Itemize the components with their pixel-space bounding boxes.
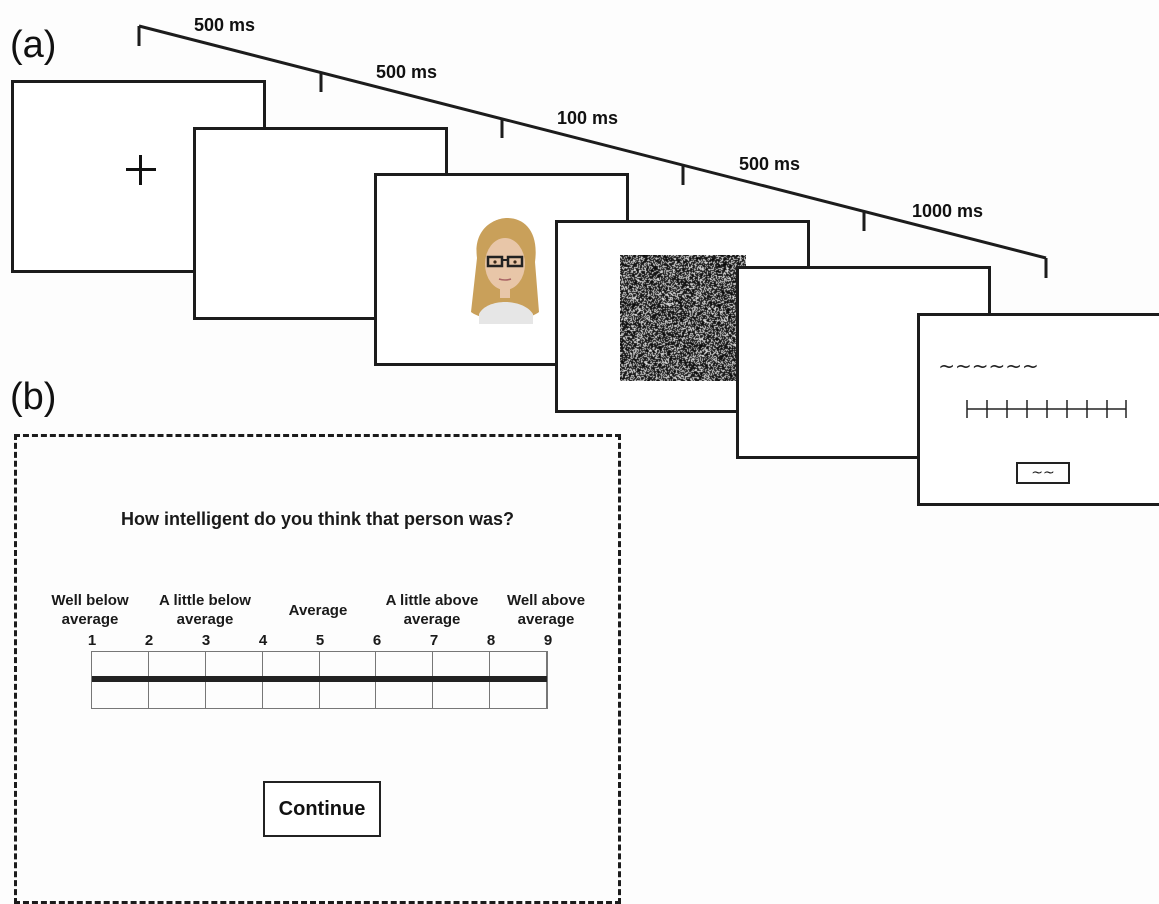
noise-texture (620, 255, 746, 381)
anchor-little-above-line2: average (403, 611, 461, 628)
fixation-cross-icon (126, 155, 156, 185)
anchor-average-line1: Average (288, 602, 348, 619)
anchor-little-above: A little above average (372, 591, 492, 629)
rating-scale[interactable] (91, 651, 548, 709)
panel-a-label: (a) (10, 24, 57, 66)
anchor-well-below: Well below average (30, 591, 150, 629)
anchor-little-above-line1: A little above (385, 592, 479, 609)
scale-number-9: 9 (543, 632, 553, 649)
scale-number-4: 4 (258, 632, 268, 649)
mini-continue-box: ~~ (1016, 462, 1070, 484)
scale-number-5: 5 (315, 632, 325, 649)
anchor-little-below: A little below average (145, 591, 265, 629)
screen-rating-preview: ~~~~~~ ~~ (917, 313, 1159, 506)
anchor-little-below-line1: A little below (159, 592, 251, 609)
noise-mask-image (620, 255, 746, 381)
anchor-well-below-line1: Well below (51, 592, 129, 609)
rating-screen: How intelligent do you think that person… (14, 434, 621, 904)
duration-label-3: 100 ms (557, 108, 619, 128)
anchor-well-above: Well above average (486, 591, 606, 629)
scale-number-3: 3 (201, 632, 211, 649)
rating-question: How intelligent do you think that person… (120, 509, 514, 529)
scale-number-6: 6 (372, 632, 382, 649)
anchor-average: Average (258, 601, 378, 620)
anchor-well-above-line2: average (517, 611, 575, 628)
duration-label-1: 500 ms (194, 15, 256, 35)
duration-label-5: 1000 ms (912, 201, 984, 221)
continue-button[interactable]: Continue (263, 781, 381, 837)
scale-number-2: 2 (144, 632, 154, 649)
duration-label-2: 500 ms (376, 62, 438, 82)
anchor-well-above-line1: Well above (506, 592, 586, 609)
scale-slider-track[interactable] (92, 676, 547, 682)
mini-rating-scale (966, 400, 1127, 418)
panel-b-label: (b) (10, 376, 57, 418)
scale-number-1: 1 (87, 632, 97, 649)
tilde-question-placeholder: ~~~~~~ (938, 354, 1039, 378)
face-image (471, 218, 539, 324)
anchor-little-below-line2: average (176, 611, 234, 628)
anchor-well-below-line2: average (61, 611, 119, 628)
duration-label-4: 500 ms (739, 154, 801, 174)
scale-number-8: 8 (486, 632, 496, 649)
scale-number-7: 7 (429, 632, 439, 649)
